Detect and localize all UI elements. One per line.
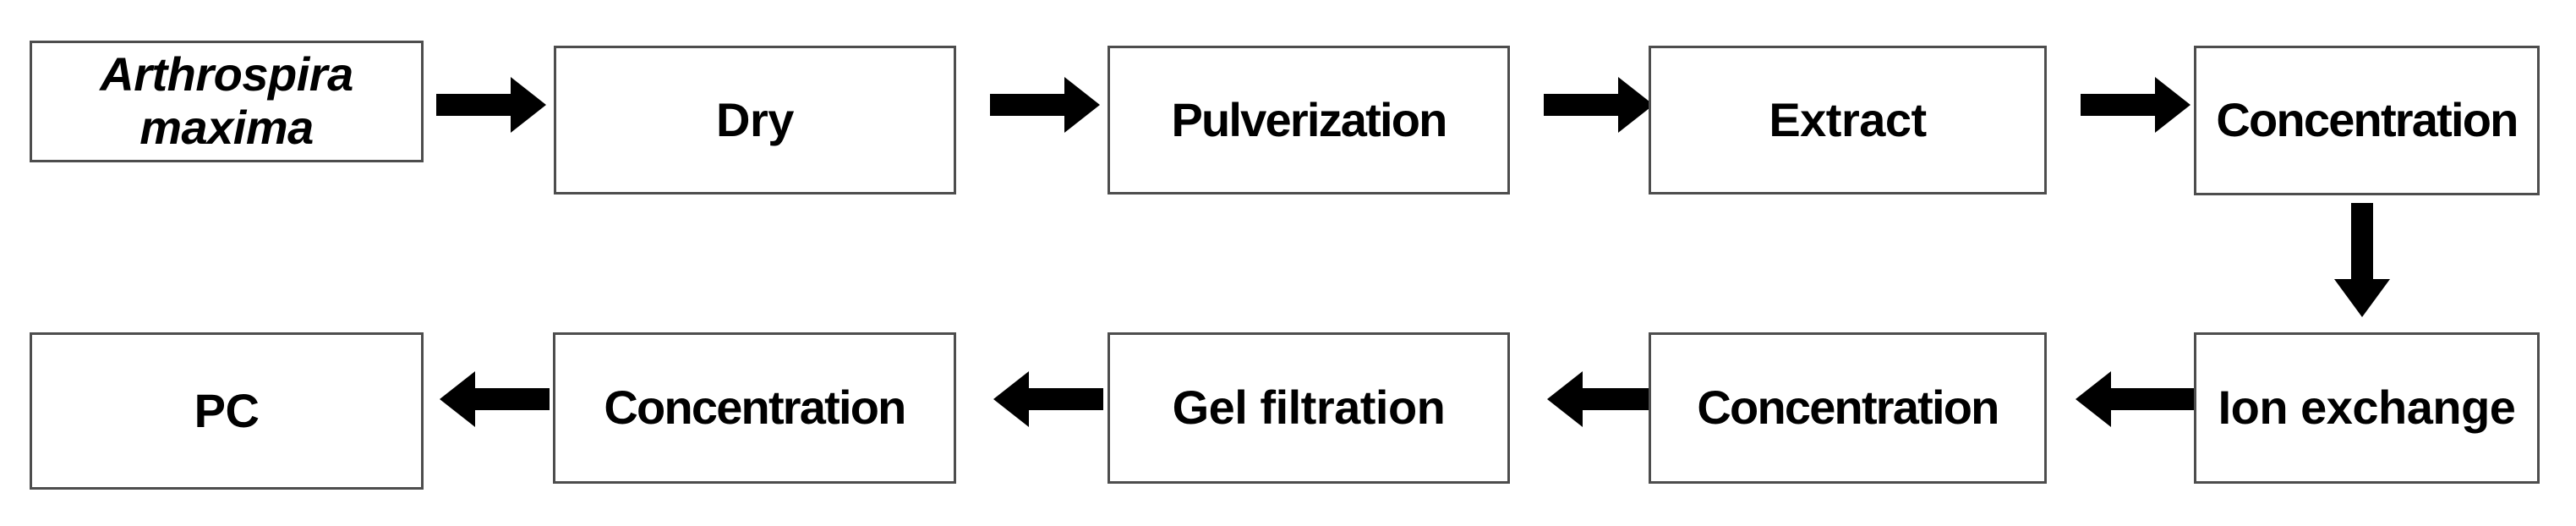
arrow-right-extract-to-concentration: [2081, 40, 2198, 170]
node-label-extract: Extract: [1769, 92, 1927, 146]
arrow-left-gel-filtration-to-concentration: [990, 334, 1108, 464]
node-label-ion-exchange: Ion exchange: [2218, 381, 2516, 435]
arrow-left-concentration-to-gel-filtration: [1544, 334, 1661, 464]
node-arthrospira-maxima: Arthrospira maxima: [30, 41, 424, 162]
node-label-pulverization: Pulverization: [1171, 92, 1447, 146]
node-concentration-3: Concentration: [553, 332, 956, 484]
node-ion-exchange: Ion exchange: [2194, 332, 2540, 484]
node-concentration-2: Concentration: [1649, 332, 2047, 484]
arrow-left-concentration-to-pc: [436, 334, 554, 464]
node-label-concentration-3: Concentration: [604, 381, 906, 435]
node-label-pc: PC: [194, 383, 260, 437]
node-gel-filtration: Gel filtration: [1108, 332, 1510, 484]
node-label-concentration-1: Concentration: [2216, 93, 2519, 147]
arrow-right-dry-to-pulverization: [990, 40, 1108, 170]
node-concentration-1: Concentration: [2194, 46, 2540, 195]
arrow-right-source-to-dry: [436, 40, 554, 170]
node-pc: PC: [30, 332, 424, 490]
node-label-gel-filtration: Gel filtration: [1172, 381, 1446, 435]
node-dry: Dry: [554, 46, 956, 195]
node-label-dry: Dry: [716, 92, 794, 146]
node-label-concentration-2: Concentration: [1697, 381, 1999, 435]
arrow-down-concentration-to-ion-exchange: [2329, 203, 2397, 325]
node-extract: Extract: [1649, 46, 2047, 195]
arrow-right-pulverization-to-extract: [1544, 40, 1661, 170]
node-pulverization: Pulverization: [1108, 46, 1510, 195]
arrow-left-ion-exchange-to-concentration: [2072, 334, 2198, 464]
node-label-arthrospira-maxima: Arthrospira maxima: [100, 47, 353, 154]
